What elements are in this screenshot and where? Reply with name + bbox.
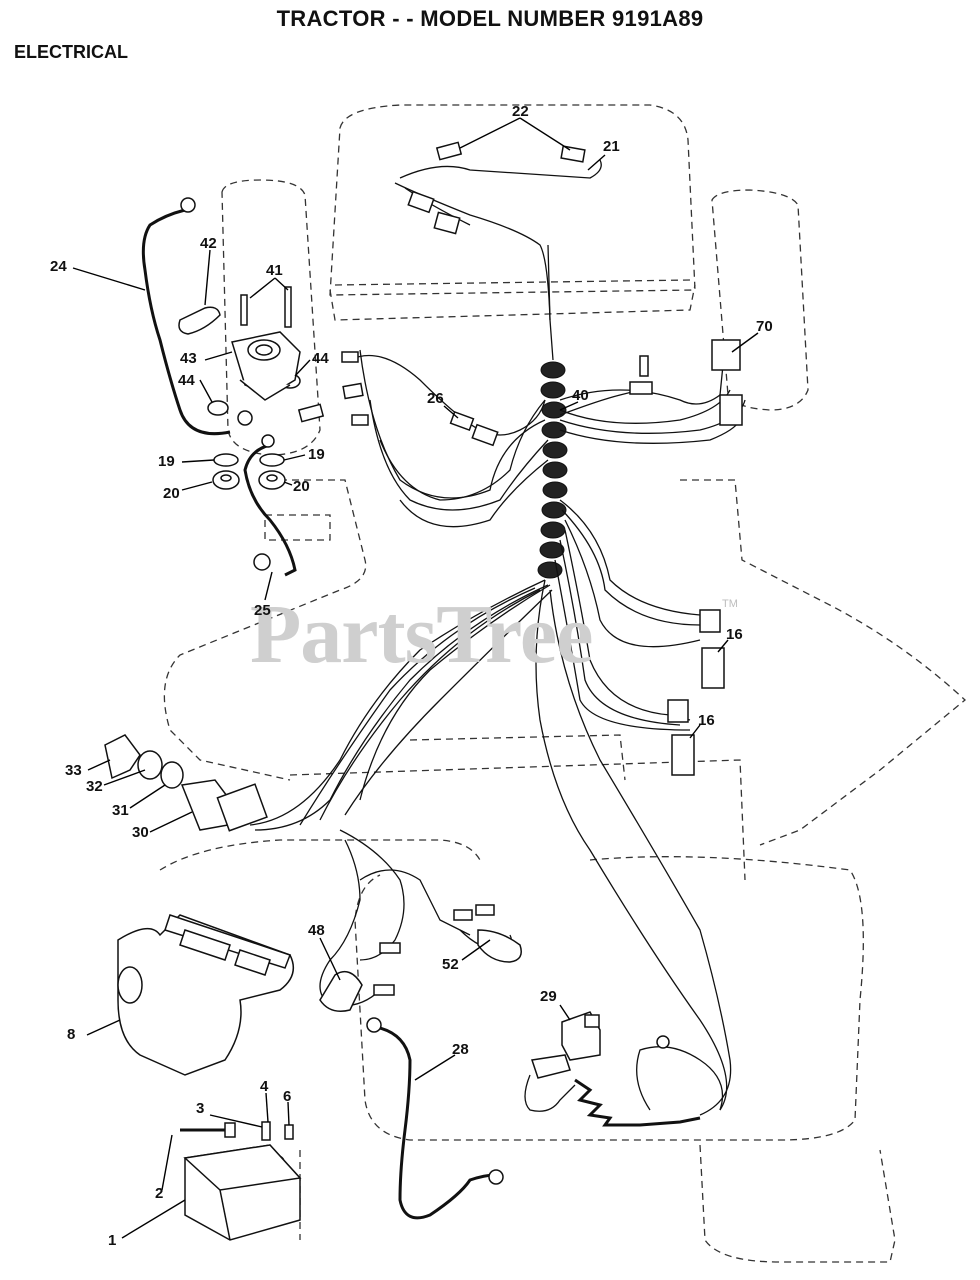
callout-1: 1: [108, 1232, 117, 1249]
page-title: TRACTOR - - MODEL NUMBER 9191A89: [276, 6, 704, 31]
callout-40: 40: [572, 387, 589, 404]
callout-32: 32: [86, 778, 103, 795]
callout-43: 43: [180, 350, 197, 367]
tractor-outline: [159, 104, 966, 1263]
callout-41: 41: [266, 262, 283, 279]
leader-lines: [72, 117, 759, 1239]
trademark-mark: TM: [722, 598, 738, 610]
callout-21: 21: [603, 138, 620, 155]
wiring-harness: [249, 159, 746, 1116]
callout-20-right: 20: [293, 478, 310, 495]
ignition-switch: [104, 734, 268, 832]
watermark-logo: PartsTree: [250, 588, 593, 681]
callout-3: 3: [196, 1100, 205, 1117]
callout-48: 48: [308, 922, 325, 939]
callout-29: 29: [540, 988, 557, 1005]
callout-22: 22: [512, 103, 529, 120]
callout-70: 70: [756, 318, 773, 335]
battery: [180, 1121, 302, 1241]
harness-loom: [537, 361, 568, 579]
safety-switch: [531, 1011, 601, 1079]
callout-44-right: 44: [312, 350, 329, 367]
hardware: [207, 286, 301, 490]
callout-16-lower: 16: [698, 712, 715, 729]
engine: [117, 914, 295, 1076]
boot-cover: [178, 306, 221, 335]
solenoid: [231, 331, 301, 401]
callout-4: 4: [260, 1078, 269, 1095]
callout-31: 31: [112, 802, 129, 819]
callout-16-upper: 16: [726, 626, 743, 643]
callout-20-left: 20: [163, 485, 180, 502]
callout-19-right: 19: [308, 446, 325, 463]
callout-52: 52: [442, 956, 459, 973]
callout-28: 28: [452, 1041, 469, 1058]
callout-30: 30: [132, 824, 149, 841]
section-title: ELECTRICAL: [14, 42, 128, 62]
callout-19-left: 19: [158, 453, 175, 470]
callout-25: 25: [254, 602, 271, 619]
callout-24: 24: [50, 258, 67, 275]
battery-cables: [141, 208, 496, 1220]
callout-26: 26: [427, 390, 444, 407]
callout-8: 8: [67, 1026, 76, 1043]
callout-33: 33: [65, 762, 82, 779]
connectors: [297, 141, 743, 1012]
callout-42: 42: [200, 235, 217, 252]
callout-44-left: 44: [178, 372, 195, 389]
callout-2: 2: [155, 1185, 164, 1202]
callout-6: 6: [283, 1088, 292, 1105]
